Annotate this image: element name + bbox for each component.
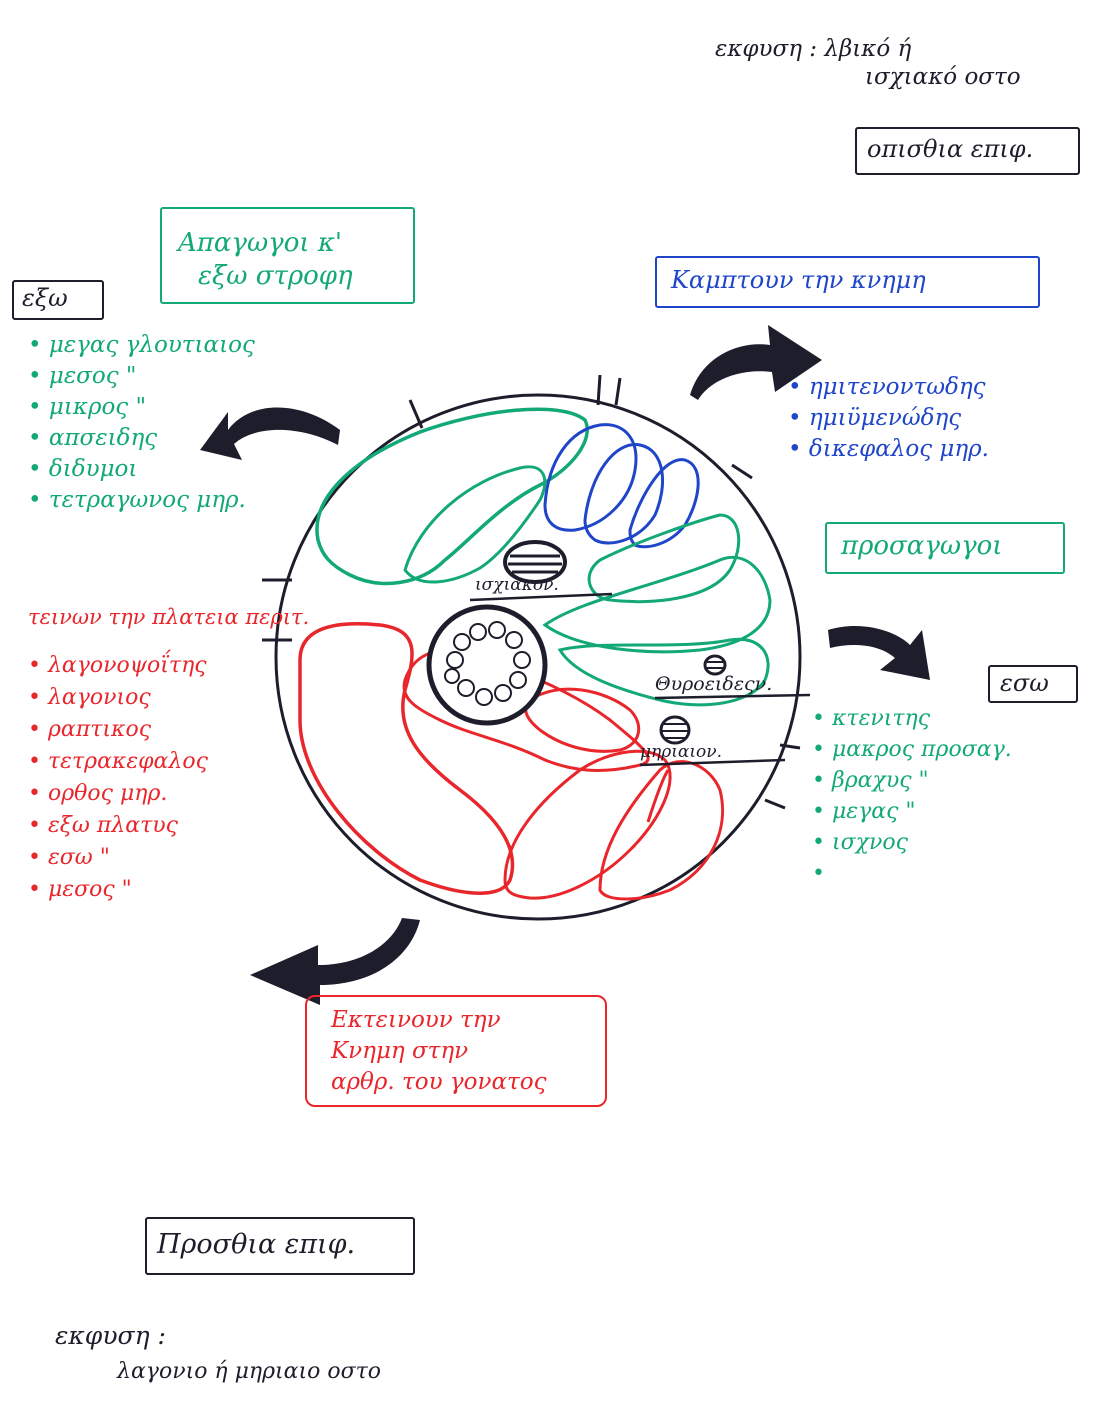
obturator-nerve-label: Θυροειδεςν. <box>655 673 773 695</box>
list-item: ισχνος <box>812 827 1012 858</box>
origin-note-top: εκφυση : λβικό ή ισχιακό οστο <box>715 35 1021 91</box>
lateral-group-title-line1: Απαγωγοι κ' <box>178 228 343 258</box>
lateral-muscle-list: μεγας γλουτιαιος μεσος " μικρος " απσειδ… <box>28 330 255 516</box>
adductor-lateral-shape <box>403 465 547 584</box>
extensor-group-title-line3: αρθρ. του γονατος <box>331 1069 547 1095</box>
list-item: μεγας " <box>812 796 1012 827</box>
quadriceps-lateral-shape <box>298 622 515 895</box>
extensor-group-title-line2: Κνημη στην <box>331 1038 469 1064</box>
origin-note-bottom: εκφυση : λαγονιο ή μηριαιο οστο <box>55 1318 381 1390</box>
septum-tick <box>731 463 753 480</box>
list-item: ημιτενοντωδης <box>788 372 989 403</box>
flexor-muscle-list: ημιτενοντωδης ημιϋμενώδης δικεφαλος μηρ. <box>788 372 989 465</box>
list-item: κτενιτης <box>812 703 1012 734</box>
flexor-group-title-text: Καμπτουν την κνημη <box>671 266 926 294</box>
list-item: μικρος " <box>28 392 255 423</box>
list-item: λαγονιος <box>28 682 208 714</box>
septum-tick <box>779 743 801 750</box>
origin-note-bottom-line2: λαγονιο ή μηριαιο οστο <box>117 1359 382 1384</box>
extensor-group-title-box: Εκτεινουν την Κνημη στην αρθρ. του γονατ… <box>305 995 607 1107</box>
list-item: τετραγωνος μηρ. <box>28 485 255 516</box>
adductor-shape-1 <box>587 513 741 604</box>
list-item: εσω " <box>28 842 208 874</box>
anterior-surface-text: Προσθια επιφ. <box>157 1229 356 1260</box>
list-item: μεσος " <box>28 361 255 392</box>
lateral-group-title-line2: εξω στροφη <box>198 261 353 291</box>
medial-group-title-box: προσαγωγοι <box>825 522 1065 574</box>
arrow-extensors-icon <box>250 918 420 1005</box>
list-item: ραπτικος <box>28 714 208 746</box>
anterior-surface-title: Προσθια επιφ. <box>145 1217 415 1275</box>
hamstring-shape-1 <box>543 423 638 532</box>
medial-label: εσω <box>988 665 1078 703</box>
fascia-lata-tensor-note: τεινων την πλατεια περιτ. <box>28 605 310 629</box>
nerve-underline <box>654 693 811 700</box>
list-item: διδυμοι <box>28 454 255 485</box>
list-item: ορθος μηρ. <box>28 778 208 810</box>
sciatic-nerve <box>503 540 567 584</box>
list-item: λαγονοψοΐτης <box>28 650 208 682</box>
list-item: βραχυς " <box>812 765 1012 796</box>
list-item <box>812 858 1012 889</box>
femoral-nerve-label: μηριαιον. <box>640 742 723 762</box>
posterior-surface-text: οπισθια επιφ. <box>867 135 1034 163</box>
medial-label-text: εσω <box>1000 669 1049 697</box>
gluteal-muscle-shape <box>315 407 589 586</box>
list-item: εξω πλατυς <box>28 810 208 842</box>
femur-marrow <box>444 621 531 706</box>
medial-muscle-list: κτενιτης μακρος προσαγ. βραχυς " μεγας "… <box>812 703 1012 889</box>
extensor-muscle-list: λαγονοψοΐτης λαγονιος ραπτικος τετρακεφα… <box>28 650 208 906</box>
adductor-shape-3 <box>557 637 770 707</box>
obturator-nerve <box>703 654 727 676</box>
septum-tick <box>408 399 424 429</box>
sartorius-shape <box>503 749 672 900</box>
hamstring-shape-2 <box>583 443 665 545</box>
medial-group-title-text: προσαγωγοι <box>841 531 1003 561</box>
lateral-group-title-box: Απαγωγοι κ' εξω στροφη <box>160 207 415 304</box>
origin-note-top-line2: ισχιακό οστο <box>865 64 1021 90</box>
extensor-group-title-line1: Εκτεινουν την <box>331 1007 501 1033</box>
list-item: μεσος " <box>28 874 208 906</box>
septum-tick <box>614 377 622 406</box>
flexor-group-title-box: Καμπτουν την κνημη <box>655 256 1040 308</box>
femoral-nerve <box>659 715 691 745</box>
list-item: απσειδης <box>28 423 255 454</box>
list-item: τετρακεφαλος <box>28 746 208 778</box>
adductor-shape-2 <box>542 555 772 654</box>
septum-tick <box>764 798 786 810</box>
origin-note-top-line1: εκφυση : λβικό ή <box>715 36 912 62</box>
septum-tick <box>596 374 602 406</box>
gracilis-shape <box>598 760 725 901</box>
nerve-underline <box>639 758 786 767</box>
fascia-outline <box>274 393 802 921</box>
lateral-label: εξω <box>12 280 104 320</box>
list-item: μεγας γλουτιαιος <box>28 330 255 361</box>
list-item: δικεφαλος μηρ. <box>788 434 989 465</box>
adductor-red-shape <box>646 769 670 823</box>
origin-note-bottom-line1: εκφυση : <box>55 1321 166 1350</box>
list-item: μακρος προσαγ. <box>812 734 1012 765</box>
nerve-underline <box>469 592 613 602</box>
sciatic-nerve-label: ισχιακον. <box>475 575 559 595</box>
list-item: ημιϋμενώδης <box>788 403 989 434</box>
posterior-surface-title: οπισθια επιφ. <box>855 127 1080 175</box>
lateral-label-text: εξω <box>22 284 68 312</box>
hamstring-shape-3 <box>628 458 700 549</box>
rectus-femoris-shape <box>524 687 641 753</box>
arrow-medial-icon <box>828 625 930 680</box>
